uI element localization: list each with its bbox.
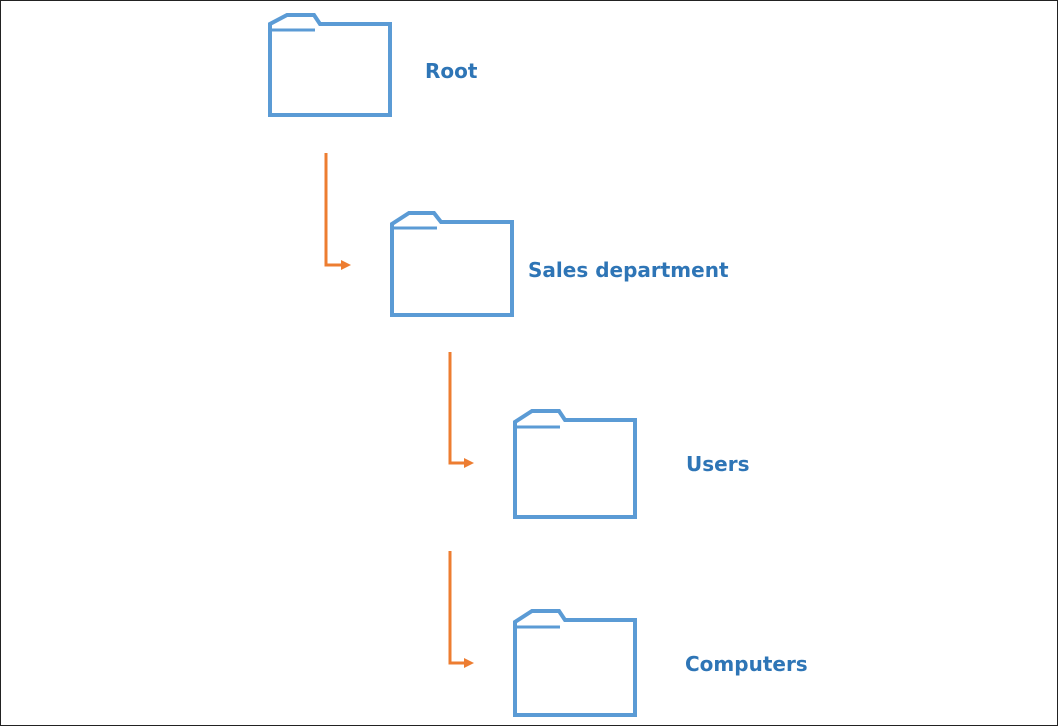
computers-folder-icon bbox=[513, 609, 637, 717]
connector-arrow-sales-to-computers bbox=[448, 551, 474, 668]
root-label: Root bbox=[425, 59, 478, 83]
sales-department-label: Sales department bbox=[528, 258, 729, 282]
users-folder-icon bbox=[513, 409, 637, 519]
sales-department-folder-icon bbox=[390, 211, 514, 317]
connector-arrow-root-to-sales bbox=[324, 153, 351, 270]
computers-label: Computers bbox=[685, 652, 808, 676]
connector-arrow-sales-to-users bbox=[448, 352, 474, 468]
root-folder-icon bbox=[268, 13, 392, 117]
users-label: Users bbox=[686, 452, 750, 476]
